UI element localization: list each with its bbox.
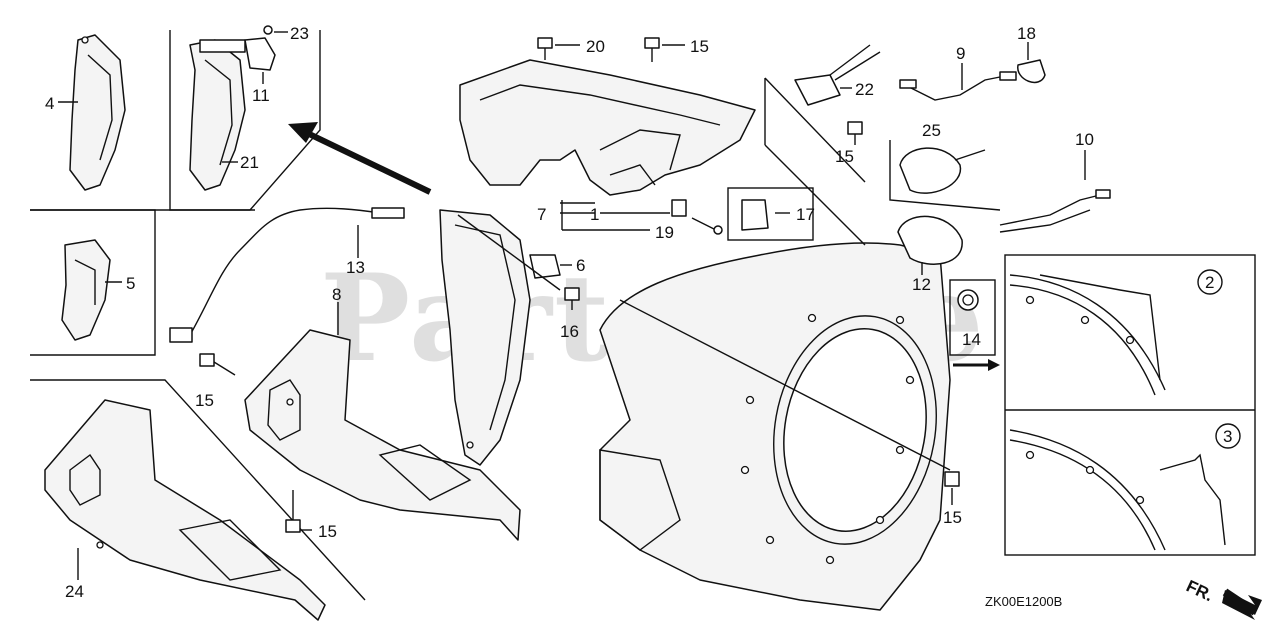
callout-23[interactable]: 23: [290, 24, 309, 43]
callout-15-top[interactable]: 15: [690, 37, 709, 56]
callout-9[interactable]: 9: [956, 44, 965, 63]
callout-8[interactable]: 8: [332, 285, 341, 304]
callout-4[interactable]: 4: [45, 94, 54, 113]
callout-25[interactable]: 25: [922, 121, 941, 140]
callout-15-right[interactable]: 15: [943, 508, 962, 527]
part-23-bolt[interactable]: [263, 25, 273, 35]
part-6-clip[interactable]: [529, 254, 561, 279]
front-direction-arrow: [1222, 588, 1262, 620]
detail-view-3-label: 3: [1223, 427, 1232, 446]
direction-arrow: [288, 122, 432, 195]
callout-15-left[interactable]: 15: [195, 391, 214, 410]
part-17-clamp[interactable]: [727, 187, 814, 241]
callout-11[interactable]: 11: [252, 86, 270, 105]
part-19-spring[interactable]: [671, 199, 723, 235]
part-4-shroud-plate[interactable]: [69, 34, 126, 191]
callout-16[interactable]: 16: [560, 322, 579, 341]
callout-19[interactable]: 19: [655, 223, 674, 242]
detail-view-3: [1009, 423, 1241, 551]
part-21-shroud-plate[interactable]: [189, 39, 246, 191]
part-center-shroud[interactable]: [439, 209, 531, 466]
part-11-clip[interactable]: [244, 37, 276, 71]
callout-21[interactable]: 21: [240, 153, 259, 172]
callout-22[interactable]: 22: [855, 80, 874, 99]
callout-18[interactable]: 18: [1017, 24, 1036, 43]
part-8-lower-shroud[interactable]: [244, 329, 521, 541]
bolt-15-e[interactable]: [847, 121, 863, 145]
part-13-cable[interactable]: [169, 207, 405, 343]
bolt-15-c[interactable]: [644, 37, 660, 62]
callout-24[interactable]: 24: [65, 582, 84, 601]
part-16-bolt[interactable]: [564, 287, 580, 310]
callout-15-bottom[interactable]: 15: [318, 522, 337, 541]
callout-20[interactable]: 20: [586, 37, 605, 56]
part-top-shroud[interactable]: [459, 59, 756, 196]
callout-10[interactable]: 10: [1075, 130, 1094, 149]
part-24-lower-shroud[interactable]: [44, 399, 326, 621]
callout-14[interactable]: 14: [962, 330, 981, 349]
part-22-module[interactable]: [794, 44, 881, 106]
detail-view-2: [1009, 269, 1223, 396]
callout-6[interactable]: 6: [576, 256, 585, 275]
part-fan-housing[interactable]: [599, 242, 954, 611]
part-25-grommet[interactable]: [899, 147, 986, 194]
part-5-plate[interactable]: [61, 239, 111, 341]
part-10-wire[interactable]: [999, 189, 1111, 233]
drawing-code: ZK00E1200B: [985, 594, 1062, 609]
bolt-20[interactable]: [537, 37, 553, 60]
callout-1[interactable]: 1: [590, 205, 599, 224]
part-12-grommet[interactable]: [897, 215, 963, 265]
bolt-15-d[interactable]: [944, 471, 960, 487]
part-18-clip[interactable]: [1017, 59, 1046, 84]
callout-13[interactable]: 13: [346, 258, 365, 277]
detail-arrow: [953, 359, 1000, 371]
detail-views-frame: [1004, 254, 1256, 556]
bolt-15-a[interactable]: [199, 353, 236, 376]
part-9-wire[interactable]: [899, 71, 1017, 101]
callout-15-mid[interactable]: 15: [835, 147, 854, 166]
front-direction-label: FR.: [1183, 576, 1216, 605]
callout-17[interactable]: 17: [796, 205, 815, 224]
callout-12[interactable]: 12: [912, 275, 931, 294]
bolt-15-b[interactable]: [285, 490, 301, 533]
callout-5[interactable]: 5: [126, 274, 135, 293]
detail-view-2-label: 2: [1205, 273, 1214, 292]
part-14-box[interactable]: [949, 279, 996, 356]
callout-7[interactable]: 7: [537, 205, 546, 224]
